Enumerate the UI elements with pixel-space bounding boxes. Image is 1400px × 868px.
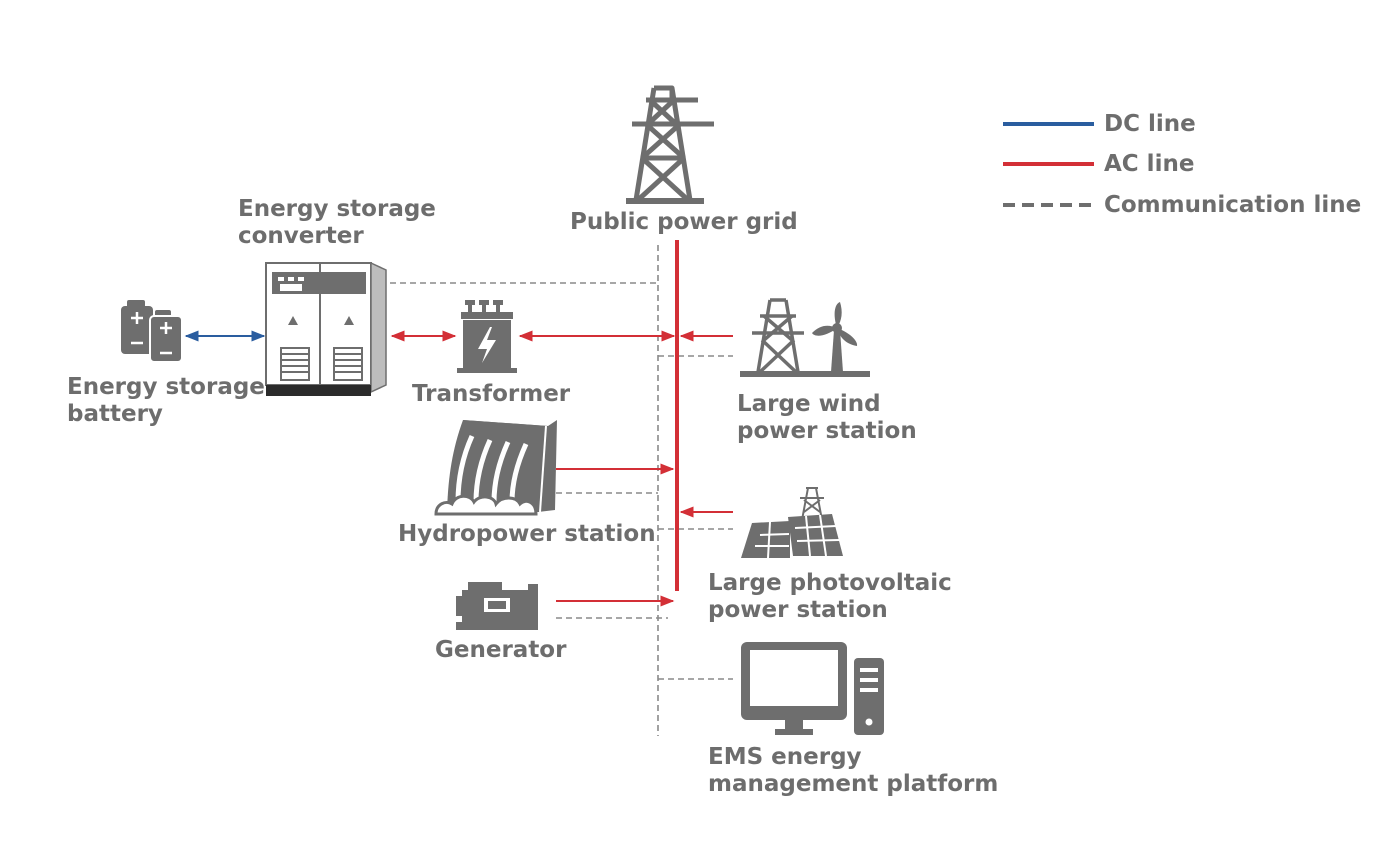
solar-panel-icon	[741, 487, 843, 559]
wind-label-line-2: power station	[737, 418, 917, 444]
ems-label-line-2: management platform	[708, 771, 999, 797]
legend	[1003, 122, 1094, 207]
wind-label: Large wind power station	[737, 391, 917, 445]
pv-label-line-1: Large photovoltaic	[708, 570, 952, 596]
converter-label-line-1: Energy storage	[238, 196, 436, 222]
converter-label-line-2: converter	[238, 223, 364, 249]
pv-label-line-2: power station	[708, 597, 888, 623]
ems-label-line-1: EMS energy	[708, 744, 862, 770]
grid-label: Public power grid	[570, 209, 798, 235]
transformer-label: Transformer	[412, 381, 571, 407]
transmission-tower-icon	[626, 85, 714, 204]
generator-icon	[456, 582, 538, 630]
battery-icon	[121, 300, 183, 363]
ems-label: EMS energy management platform	[708, 744, 998, 798]
generator-label: Generator	[435, 637, 567, 663]
converter-label: Energy storage converter	[238, 196, 436, 250]
battery-label-line-1: Energy storage	[67, 374, 265, 400]
transformer-icon	[457, 300, 517, 373]
ac-lines	[390, 240, 733, 607]
legend-dc-label: DC line	[1104, 111, 1196, 137]
pv-label: Large photovoltaic power station	[708, 570, 952, 624]
legend-ac-label: AC line	[1104, 151, 1195, 177]
converter-cabinet-icon	[265, 261, 387, 396]
dam-icon	[434, 420, 557, 516]
wind-label-line-1: Large wind	[737, 391, 881, 417]
battery-label: Energy storage battery	[67, 374, 265, 428]
wind-turbine-icon	[740, 298, 870, 377]
battery-label-line-2: battery	[67, 401, 163, 427]
hydro-label: Hydropower station	[398, 521, 656, 547]
communication-lines	[390, 245, 733, 736]
computer-icon	[741, 642, 884, 735]
legend-comm-label: Communication line	[1104, 192, 1362, 218]
